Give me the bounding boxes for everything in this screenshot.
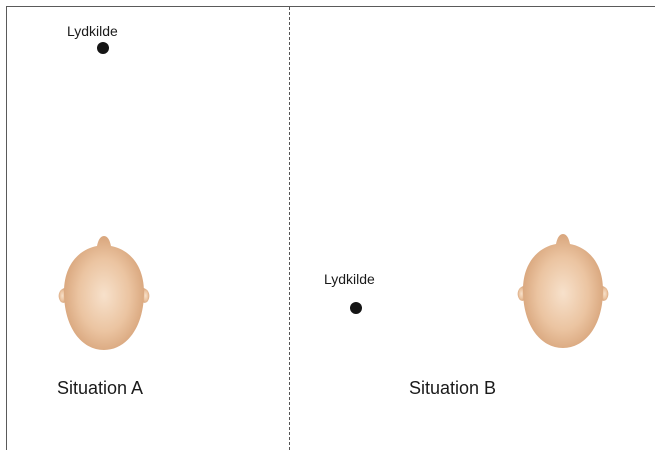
situation-a-head-icon [56, 232, 152, 356]
panel-divider [289, 7, 290, 450]
frame-left-border [6, 6, 7, 450]
situation-a-source-label: Lydkilde [67, 23, 118, 39]
situation-b-head-icon [515, 230, 611, 354]
situation-b-caption: Situation B [409, 378, 496, 399]
situation-b-sound-source-dot [350, 302, 362, 314]
situation-b-source-label: Lydkilde [324, 271, 375, 287]
situation-a-caption: Situation A [57, 378, 143, 399]
frame-top-border [6, 6, 655, 7]
situation-a-sound-source-dot [97, 42, 109, 54]
